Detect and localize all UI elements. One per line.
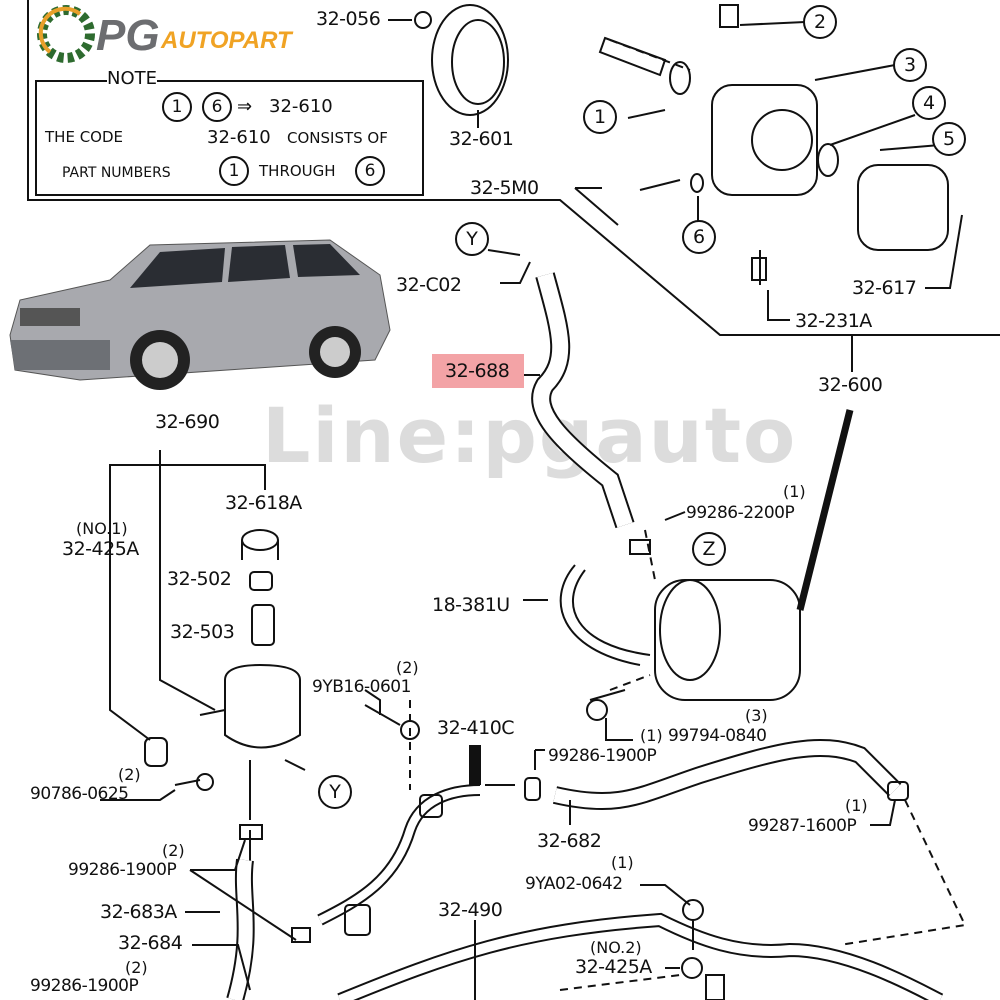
part-label-32-690[interactable]: 32-690 <box>155 411 220 433</box>
note-arrow: ⇒ <box>237 96 253 117</box>
part-label-99286-1900p-a[interactable]: 99286-1900P <box>548 746 657 766</box>
note-through: THROUGH <box>259 162 336 180</box>
note-box: NOTE 1 6 ⇒ 32-610 THE CODE 32-610 CONSIS… <box>35 70 424 196</box>
qty-99286-1900p-a: (1) <box>640 726 663 745</box>
part-label-32-5m0[interactable]: 32-5M0 <box>470 177 539 199</box>
qty-99794-0840: (3) <box>745 706 768 725</box>
part-label-32-682[interactable]: 32-682 <box>537 830 602 852</box>
note-title: NOTE <box>107 68 158 89</box>
pulley-drawing <box>431 4 509 116</box>
pg-autopart-logo: PG AUTOPART <box>37 5 294 63</box>
part-label-32-056[interactable]: 32-056 <box>316 8 381 30</box>
part-label-99286-2200p[interactable]: 99286-2200P <box>686 503 795 523</box>
pump-assembly-drawing <box>654 579 801 701</box>
part-label-18-381u[interactable]: 18-381U <box>432 594 510 616</box>
vehicle-image <box>9 239 391 390</box>
note-line3-start: PART NUMBERS <box>62 165 171 181</box>
qty-9ya02-0642: (1) <box>611 853 634 872</box>
note-callout-1: 1 <box>162 92 192 122</box>
part-note-no1: (NO.1) <box>76 519 128 538</box>
callout-y-top: Y <box>455 222 489 256</box>
part-label-99286-1900p-c[interactable]: 99286-1900P <box>30 976 139 996</box>
qty-99287-1600p: (1) <box>845 796 868 815</box>
pump-drawing <box>711 84 818 196</box>
qty-90786-0625: (2) <box>118 765 141 784</box>
part-label-32-425a-no1[interactable]: 32-425A <box>62 538 139 560</box>
callout-2: 2 <box>803 5 837 39</box>
note-line2-end: CONSISTS OF <box>287 129 388 147</box>
part-label-32-c02[interactable]: 32-C02 <box>396 274 462 296</box>
part-label-32-425a-no2[interactable]: 32-425A <box>575 956 652 978</box>
qty-99286-2200p: (1) <box>783 482 806 501</box>
qty-9yb16-0601: (2) <box>396 658 419 677</box>
part-label-9yb16-0601[interactable]: 9YB16-0601 <box>312 677 411 697</box>
part-label-32-600[interactable]: 32-600 <box>818 374 883 396</box>
qty-99286-1900p-c: (2) <box>125 958 148 977</box>
part-label-32-601[interactable]: 32-601 <box>449 128 514 150</box>
part-label-32-683a[interactable]: 32-683A <box>100 901 177 923</box>
part-label-9ya02-0642[interactable]: 9YA02-0642 <box>525 874 623 894</box>
watermark: Line:pgauto <box>262 391 798 480</box>
part-label-32-503[interactable]: 32-503 <box>170 621 235 643</box>
part-label-99287-1600p[interactable]: 99287-1600P <box>748 816 857 836</box>
part-label-99794-0840[interactable]: 99794-0840 <box>668 726 767 746</box>
callout-y-bottom: Y <box>318 775 352 809</box>
note-callout-6: 6 <box>202 92 232 122</box>
part-label-32-618a[interactable]: 32-618A <box>225 492 302 514</box>
qty-99286-1900p-b: (2) <box>162 841 185 860</box>
note-line2-code: 32-610 <box>207 127 271 148</box>
svg-text:PG: PG <box>96 11 160 60</box>
part-label-32-688[interactable]: 32-688 <box>445 360 510 382</box>
callout-6: 6 <box>682 220 716 254</box>
callout-z: Z <box>692 532 726 566</box>
part-label-32-684[interactable]: 32-684 <box>118 932 183 954</box>
note-callout-6b: 6 <box>355 156 385 186</box>
callout-1: 1 <box>583 100 617 134</box>
part-label-32-617[interactable]: 32-617 <box>852 277 917 299</box>
part-label-99286-1900p-b[interactable]: 99286-1900P <box>68 860 177 880</box>
note-line2-start: THE CODE <box>45 128 123 146</box>
part-label-90786-0625[interactable]: 90786-0625 <box>30 784 129 804</box>
callout-5: 5 <box>932 122 966 156</box>
callout-3: 3 <box>893 48 927 82</box>
note-callout-1b: 1 <box>219 156 249 186</box>
part-label-32-502[interactable]: 32-502 <box>167 568 232 590</box>
part-label-32-490[interactable]: 32-490 <box>438 899 503 921</box>
part-label-32-231a[interactable]: 32-231A <box>795 310 872 332</box>
part-label-32-410c[interactable]: 32-410C <box>437 717 515 739</box>
svg-text:AUTOPART: AUTOPART <box>160 27 294 54</box>
note-code: 32-610 <box>269 96 333 117</box>
highlight-32-688 <box>432 354 524 388</box>
callout-4: 4 <box>912 86 946 120</box>
part-note-no2: (NO.2) <box>590 938 642 957</box>
